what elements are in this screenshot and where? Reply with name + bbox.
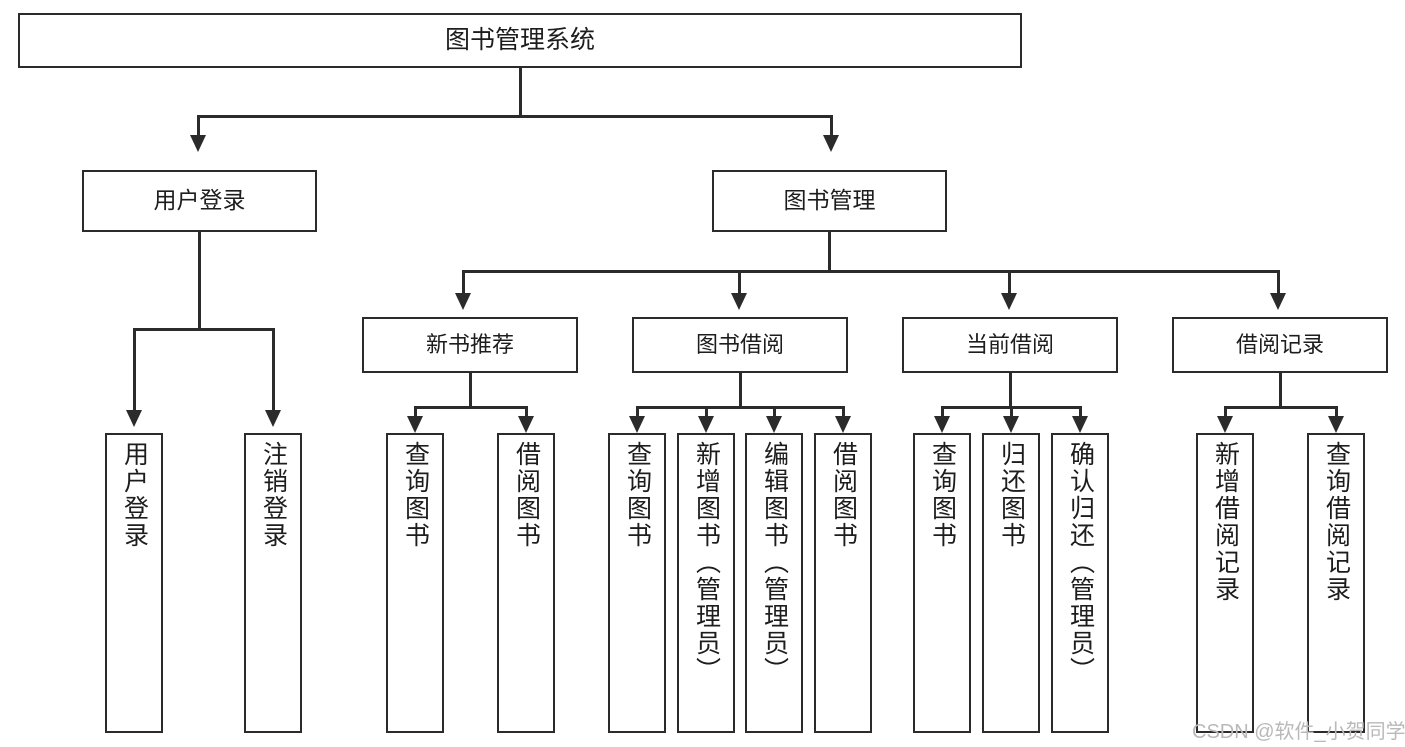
connector-drop-leaf-nbr-1 bbox=[525, 406, 528, 418]
node-label: 查询图书 bbox=[928, 441, 957, 549]
arrow-to-leaf-nbr-0 bbox=[407, 416, 423, 433]
leaf-confirm-return-admin[interactable]: 确认归还（管理员） bbox=[1051, 433, 1109, 733]
leaf-query-book-cb[interactable]: 查询图书 bbox=[913, 433, 971, 733]
arrow-to-leaf-cb-2 bbox=[1072, 416, 1088, 433]
node-borrow-record[interactable]: 借阅记录 bbox=[1172, 317, 1388, 373]
connector-borrow-record-stem bbox=[1279, 373, 1282, 409]
arrow-to-book-management bbox=[823, 135, 839, 152]
node-label: 归还图书 bbox=[997, 441, 1026, 549]
connector-drop-leaf-nbr-0 bbox=[414, 406, 417, 418]
node-label: 新增图书（管理员） bbox=[692, 441, 721, 684]
leaf-borrow-book-bb[interactable]: 借阅图书 bbox=[814, 433, 872, 733]
leaf-query-borrow-record[interactable]: 查询借阅记录 bbox=[1307, 433, 1365, 733]
connector-drop-leaf-logout bbox=[272, 328, 275, 412]
node-label: 借阅记录 bbox=[1235, 332, 1324, 358]
node-current-borrow[interactable]: 当前借阅 bbox=[902, 317, 1118, 373]
arrow-to-leaf-user-login bbox=[126, 410, 142, 427]
node-book-borrow[interactable]: 图书借阅 bbox=[632, 317, 848, 373]
node-label: 确认归还（管理员） bbox=[1066, 441, 1095, 684]
connector-user-login-bus bbox=[133, 328, 275, 331]
connector-drop-leaf-cb-1 bbox=[1010, 406, 1013, 418]
connector-drop-new-book-recommend bbox=[462, 270, 465, 294]
node-label: 编辑图书（管理员） bbox=[760, 441, 789, 684]
connector-book-borrow-bus bbox=[636, 406, 845, 409]
connector-level2-bus bbox=[197, 115, 833, 118]
connector-drop-leaf-user-login bbox=[133, 328, 136, 412]
arrow-to-new-book-recommend bbox=[455, 293, 471, 310]
connector-drop-leaf-br-1 bbox=[1335, 406, 1338, 418]
leaf-query-book-bb[interactable]: 查询图书 bbox=[608, 433, 666, 733]
connector-book-management-stem bbox=[828, 232, 831, 272]
connector-borrow-record-bus bbox=[1224, 406, 1338, 409]
leaf-return-book[interactable]: 归还图书 bbox=[982, 433, 1040, 733]
arrow-to-leaf-logout bbox=[265, 410, 281, 427]
leaf-add-borrow-record[interactable]: 新增借阅记录 bbox=[1196, 433, 1254, 733]
connector-drop-book-borrow bbox=[738, 270, 741, 294]
arrow-to-leaf-cb-0 bbox=[934, 416, 950, 433]
arrow-to-leaf-bb-3 bbox=[835, 416, 851, 433]
connector-drop-leaf-bb-2 bbox=[773, 406, 776, 418]
node-root-book-management-system[interactable]: 图书管理系统 bbox=[18, 13, 1022, 68]
node-label: 图书借阅 bbox=[695, 332, 784, 358]
arrow-to-leaf-bb-1 bbox=[698, 416, 714, 433]
connector-drop-leaf-bb-1 bbox=[705, 406, 708, 418]
node-user-login[interactable]: 用户登录 bbox=[82, 170, 317, 232]
arrow-to-leaf-cb-1 bbox=[1003, 416, 1019, 433]
node-label: 借阅图书 bbox=[829, 441, 858, 549]
node-label: 当前借阅 bbox=[965, 332, 1054, 358]
arrow-to-leaf-nbr-1 bbox=[518, 416, 534, 433]
leaf-logout[interactable]: 注销登录 bbox=[244, 433, 302, 733]
arrow-to-leaf-bb-0 bbox=[629, 416, 645, 433]
connector-current-borrow-stem bbox=[1009, 373, 1012, 409]
node-label: 图书管理系统 bbox=[444, 25, 595, 54]
leaf-query-book-nbr[interactable]: 查询图书 bbox=[386, 433, 444, 733]
leaf-borrow-book-nbr[interactable]: 借阅图书 bbox=[497, 433, 555, 733]
arrow-to-book-borrow bbox=[731, 293, 747, 310]
arrow-to-leaf-br-0 bbox=[1217, 416, 1233, 433]
arrow-to-user-login bbox=[190, 135, 206, 152]
arrow-to-borrow-record bbox=[1270, 293, 1286, 310]
connector-drop-user-login bbox=[197, 115, 200, 137]
node-book-management[interactable]: 图书管理 bbox=[712, 170, 947, 232]
connector-drop-book-management bbox=[830, 115, 833, 137]
connector-book-borrow-stem bbox=[739, 373, 742, 409]
node-label: 借阅图书 bbox=[512, 441, 541, 549]
connector-drop-leaf-bb-3 bbox=[842, 406, 845, 418]
node-label: 查询图书 bbox=[401, 441, 430, 549]
node-label: 查询借阅记录 bbox=[1322, 441, 1351, 603]
connector-drop-leaf-cb-0 bbox=[941, 406, 944, 418]
node-label: 新增借阅记录 bbox=[1211, 441, 1240, 603]
connector-level3-bus bbox=[462, 270, 1280, 273]
node-label: 新书推荐 bbox=[425, 332, 514, 358]
leaf-add-book-admin[interactable]: 新增图书（管理员） bbox=[677, 433, 735, 733]
connector-new-book-recommend-bus bbox=[414, 406, 528, 409]
node-label: 查询图书 bbox=[623, 441, 652, 549]
connector-drop-leaf-bb-0 bbox=[636, 406, 639, 418]
connector-drop-leaf-cb-2 bbox=[1079, 406, 1082, 418]
node-label: 用户登录 bbox=[120, 441, 149, 549]
connector-user-login-stem bbox=[198, 232, 201, 330]
leaf-user-login[interactable]: 用户登录 bbox=[105, 433, 163, 733]
node-label: 图书管理 bbox=[783, 187, 876, 214]
connector-new-book-recommend-stem bbox=[469, 373, 472, 409]
arrow-to-leaf-br-1 bbox=[1328, 416, 1344, 433]
leaf-edit-book-admin[interactable]: 编辑图书（管理员） bbox=[745, 433, 803, 733]
node-label: 用户登录 bbox=[153, 187, 246, 214]
connector-root-stem bbox=[519, 68, 522, 116]
node-label: 注销登录 bbox=[259, 441, 288, 549]
connector-drop-leaf-br-0 bbox=[1224, 406, 1227, 418]
arrow-to-current-borrow bbox=[1001, 293, 1017, 310]
node-new-book-recommend[interactable]: 新书推荐 bbox=[362, 317, 578, 373]
connector-drop-current-borrow bbox=[1008, 270, 1011, 294]
connector-drop-borrow-record bbox=[1277, 270, 1280, 294]
arrow-to-leaf-bb-2 bbox=[766, 416, 782, 433]
